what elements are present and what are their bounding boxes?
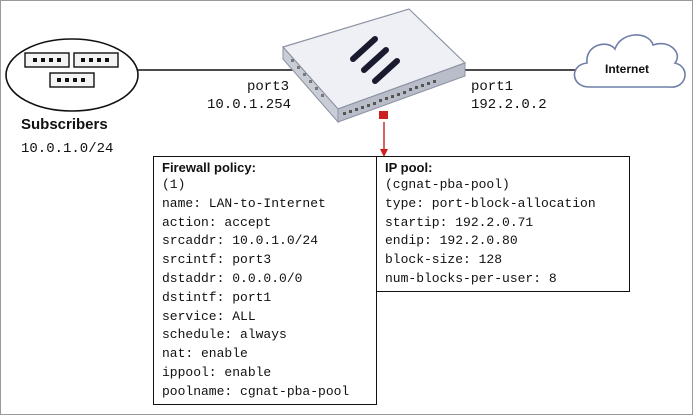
subscribers-icon: [5, 38, 139, 112]
policy-line: dstaddr: 0.0.0.0/0: [162, 270, 303, 286]
fortigate-firewall-icon: [281, 8, 467, 124]
policy-line: poolname: cgnat-pba-pool: [162, 383, 350, 399]
internet-label: Internet: [605, 62, 650, 76]
ip-pool-lines: (cgnat-pba-pool) type: port-block-allocat…: [385, 176, 629, 289]
internet-cloud-icon: [573, 34, 686, 88]
policy-line: schedule: always: [162, 327, 287, 343]
subscriber-device-icon: [49, 72, 95, 88]
port1-ip: 192.2.0.2: [471, 97, 547, 113]
policy-line: srcintf: port3: [162, 252, 272, 268]
subscribers-subnet: 10.0.1.0/24: [21, 141, 114, 157]
pool-line: (cgnat-pba-pool): [385, 177, 510, 192]
subscribers-label: Subscribers: [21, 116, 108, 133]
pool-line: endip: 192.2.0.80: [385, 233, 518, 249]
arrow-head: [380, 149, 388, 157]
subscriber-device-icon: [73, 52, 119, 68]
firewall-policy-title: Firewall policy:: [162, 160, 256, 175]
subscriber-device-icon: [24, 52, 70, 68]
firewall-policy-lines: (1) name: LAN-to-Internet action: accept sr…: [162, 176, 376, 402]
pool-line: startip: 192.2.0.71: [385, 214, 534, 230]
policy-line: name: LAN-to-Internet: [162, 195, 326, 211]
pool-line: num-blocks-per-user: 8: [385, 270, 557, 286]
policy-line: ippool: enable: [162, 364, 272, 380]
policy-line: action: accept: [162, 214, 272, 230]
pool-line: block-size: 128: [385, 252, 503, 268]
port3-ip: 10.0.1.254: [207, 97, 292, 113]
ip-pool-box: IP pool: (cgnat-pba-pool) type: port-bloc…: [376, 156, 630, 292]
ip-pool-title: IP pool:: [385, 160, 433, 175]
pool-line: type: port-block-allocation: [385, 195, 596, 211]
policy-line: (1): [162, 177, 186, 192]
policy-line: srcaddr: 10.0.1.0/24: [162, 233, 319, 249]
policy-line: dstintf: port1: [162, 289, 272, 305]
firewall-policy-box: Firewall policy: (1) name: LAN-to-Interne…: [153, 156, 377, 405]
port1-name: port1: [471, 79, 514, 95]
policy-line: service: ALL: [162, 308, 256, 324]
port3-name: port3: [247, 79, 290, 95]
policy-line: nat: enable: [162, 346, 248, 362]
